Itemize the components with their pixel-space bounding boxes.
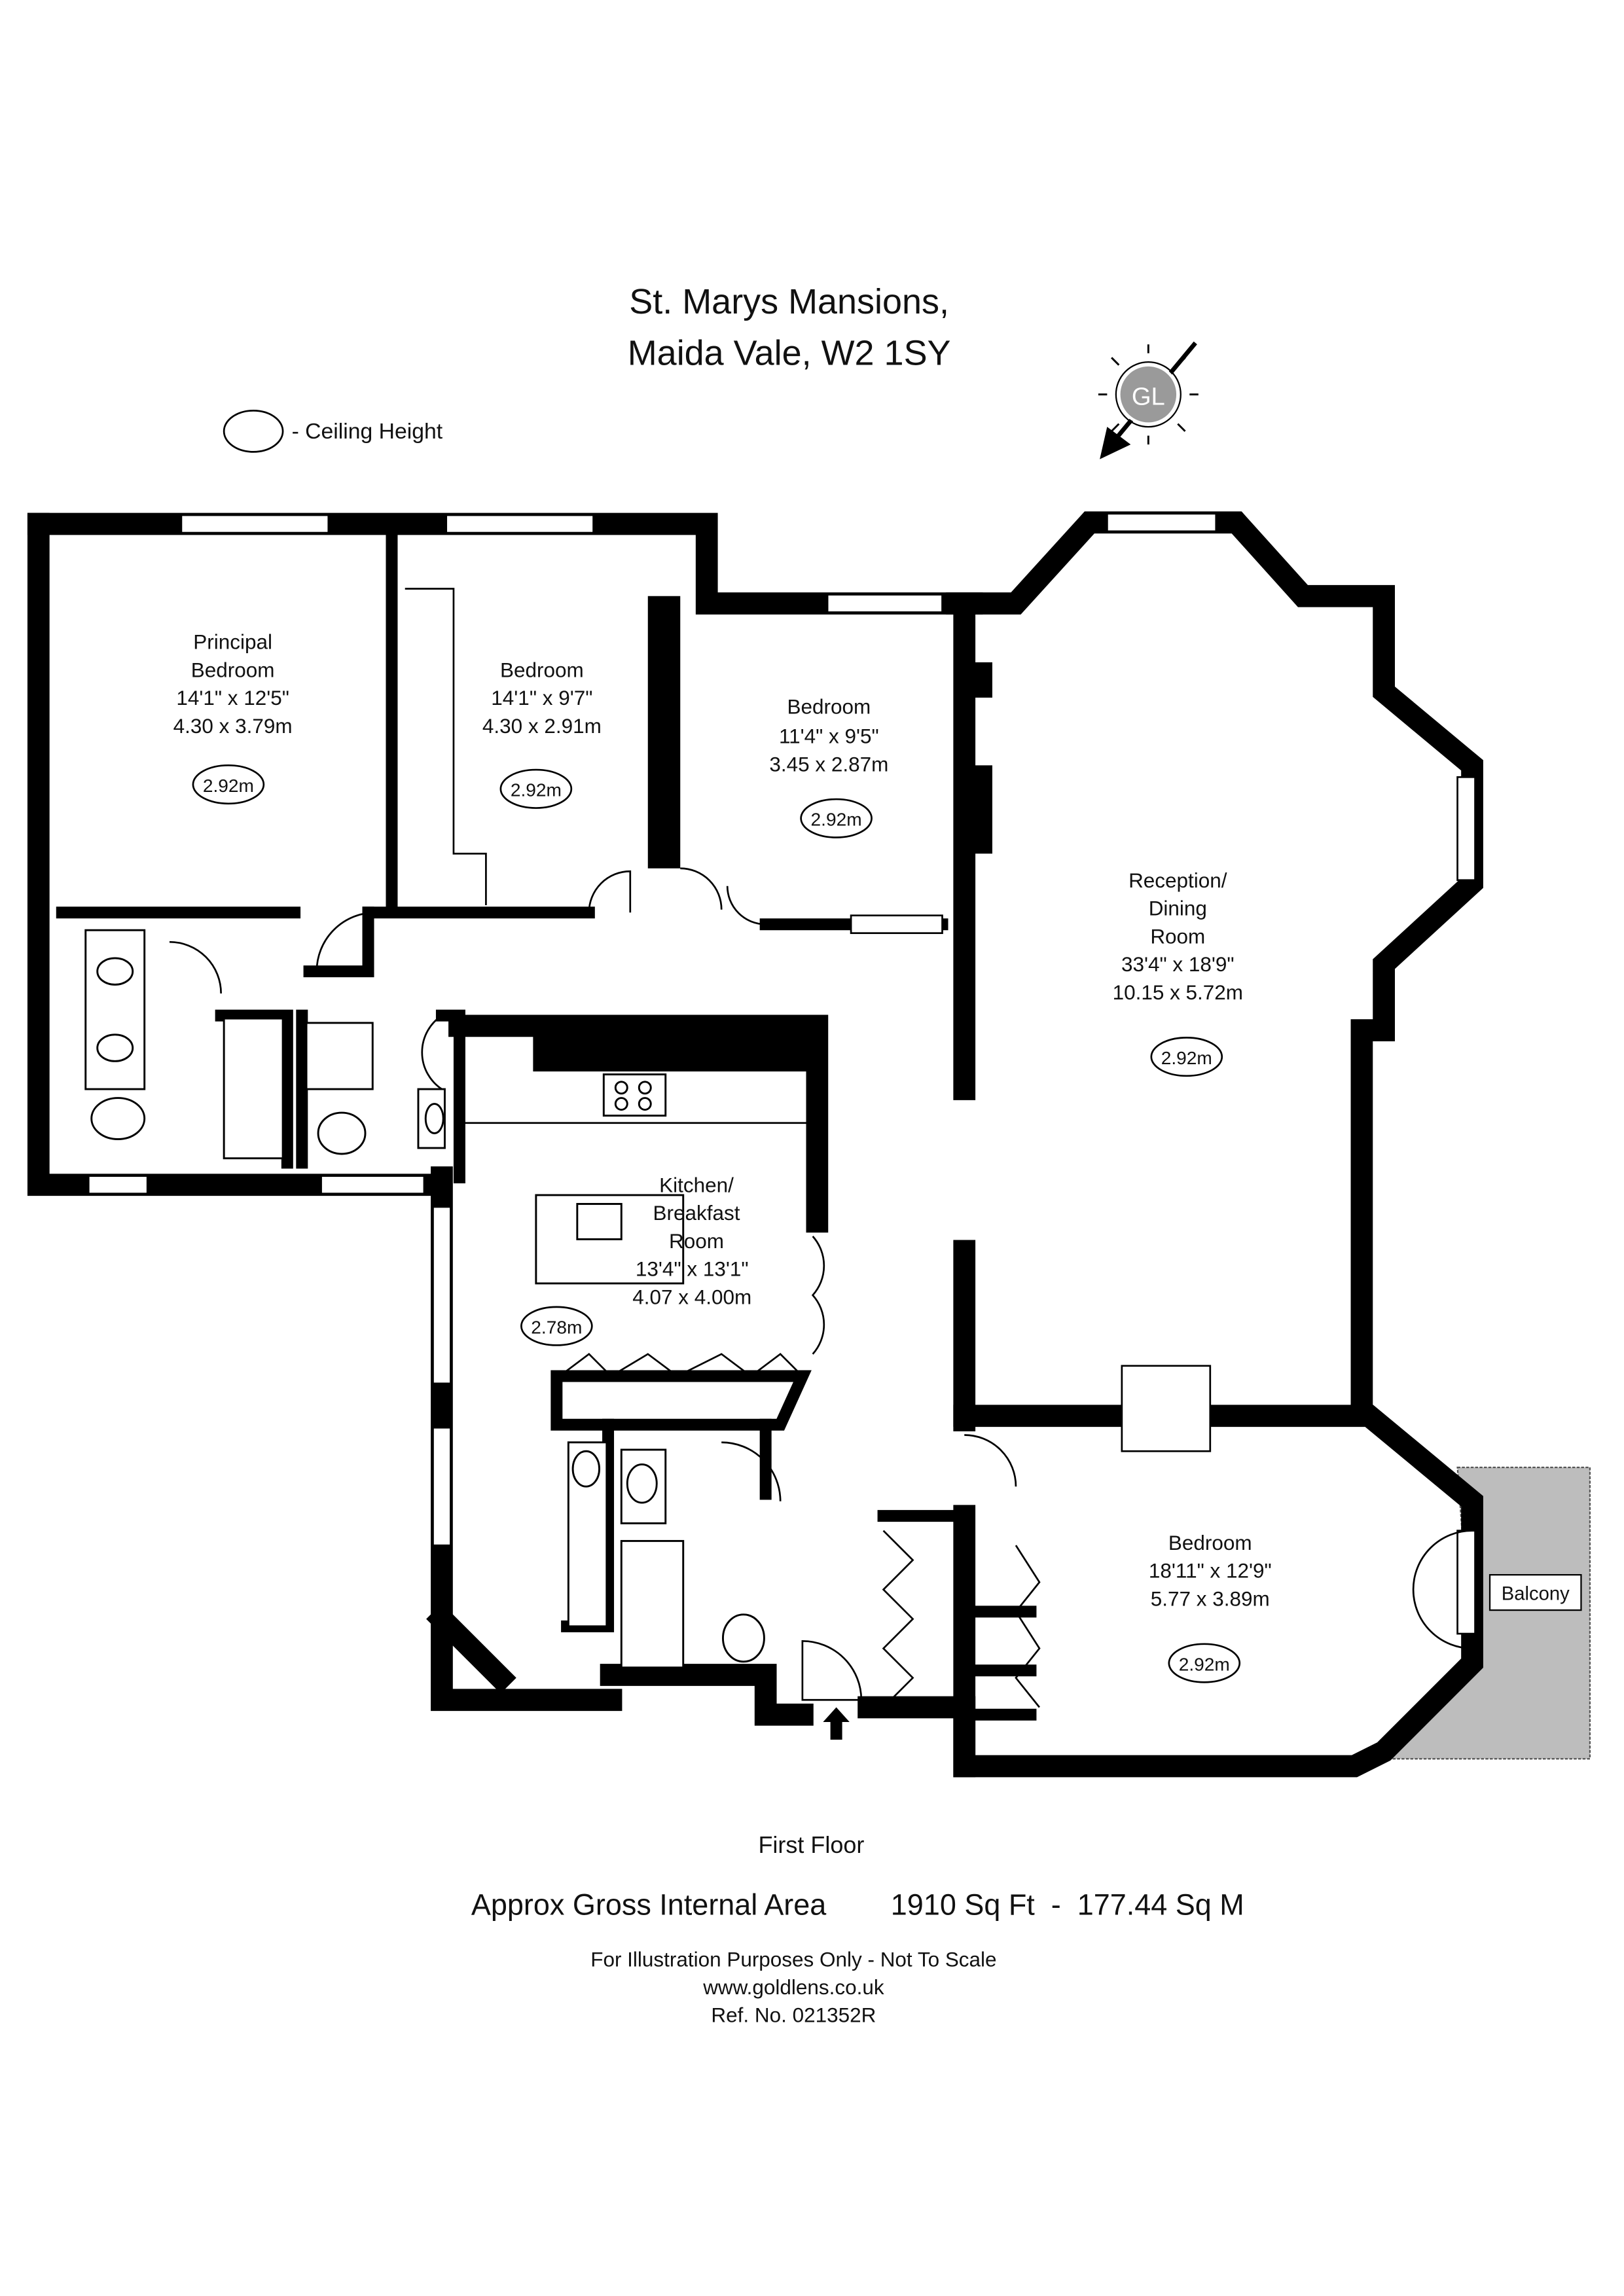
fixtures xyxy=(84,929,1041,1708)
ceiling-height-legend-label: - Ceiling Height xyxy=(292,419,443,444)
room-reception-dining: Reception/ Dining Room 33'4" x 18'9" 10.… xyxy=(1113,869,1243,1077)
room-dimensions-metric: 4.30 x 2.91m xyxy=(482,715,602,738)
toilet-icon xyxy=(317,1111,367,1155)
doors xyxy=(169,867,1473,1701)
toilet-icon xyxy=(721,1613,765,1663)
room-bedroom-2: Bedroom 14'1" x 9'7" 4.30 x 2.91m 2.92m xyxy=(405,588,602,905)
room-dimensions-metric: 4.07 x 4.00m xyxy=(632,1285,751,1308)
title-line-2: Maida Vale, W2 1SY xyxy=(628,334,951,373)
room-name: Dining xyxy=(1149,897,1207,920)
room-name: Bedroom xyxy=(1168,1532,1252,1554)
balcony-label: Balcony xyxy=(1502,1583,1570,1604)
room-name: Room xyxy=(669,1230,724,1253)
balcony: Balcony xyxy=(1389,1466,1591,1760)
room-dimensions-imperial: 18'11" x 12'9" xyxy=(1149,1560,1272,1583)
room-bedroom-4: Bedroom 18'11" x 12'9" 5.77 x 3.89m 2.92… xyxy=(1149,1532,1272,1683)
area-value: 1910 Sq Ft - 177.44 Sq M xyxy=(891,1888,1244,1922)
ceiling-height: 2.92m xyxy=(1179,1654,1230,1674)
ceiling-height: 2.92m xyxy=(511,780,562,800)
kitchen-island-sink-icon xyxy=(535,1194,685,1285)
room-name: Bedroom xyxy=(787,696,871,719)
shower-icon xyxy=(305,1022,374,1090)
room-dimensions-imperial: 33'4" x 18'9" xyxy=(1121,953,1235,976)
room-dimensions-metric: 5.77 x 3.89m xyxy=(1151,1587,1270,1610)
room-dimensions-imperial: 14'1" x 9'7" xyxy=(491,687,592,709)
room-name: Bedroom xyxy=(500,658,584,681)
ceiling-height: 2.78m xyxy=(531,1317,582,1337)
bathtub-icon xyxy=(223,1017,284,1160)
room-name: Kitchen/ xyxy=(659,1174,734,1196)
toilet-icon xyxy=(90,1097,146,1140)
bathtub-icon xyxy=(620,1539,685,1669)
compass-north-arrow-icon: GL xyxy=(1098,341,1199,459)
reference-number: Ref. No. 021352R xyxy=(711,2004,876,2027)
room-dimensions-imperial: 11'4" x 9'5" xyxy=(779,725,879,748)
room-dimensions-metric: 4.30 x 3.79m xyxy=(173,715,293,738)
ceiling-height-legend-icon xyxy=(223,410,284,453)
room-kitchen-breakfast: Kitchen/ Breakfast Room 13'4" x 13'1" 4.… xyxy=(520,1174,751,1346)
hob-icon xyxy=(602,1073,667,1117)
website: www.goldlens.co.uk xyxy=(702,1976,884,1999)
title-line-1: St. Marys Mansions, xyxy=(629,282,949,321)
room-dimensions-metric: 10.15 x 5.72m xyxy=(1113,981,1243,1004)
room-name: Bedroom xyxy=(191,658,275,681)
room-dimensions-imperial: 14'1" x 12'5" xyxy=(176,687,289,709)
ceiling-height: 2.92m xyxy=(1161,1048,1212,1068)
room-bedroom-3: Bedroom 11'4" x 9'5" 3.45 x 2.87m 2.92m xyxy=(769,696,888,838)
room-name: Room xyxy=(1150,925,1205,948)
room-dimensions-metric: 3.45 x 2.87m xyxy=(769,753,888,776)
room-name: Principal xyxy=(193,631,272,654)
room-name: Reception/ xyxy=(1128,869,1227,892)
room-principal-bedroom: Principal Bedroom 14'1" x 12'5" 4.30 x 3… xyxy=(173,631,293,805)
room-dimensions-imperial: 13'4" x 13'1" xyxy=(636,1258,749,1281)
ceiling-height: 2.92m xyxy=(811,810,862,830)
entrance-arrow-icon xyxy=(823,1707,850,1740)
ceiling-height: 2.92m xyxy=(203,776,254,796)
room-name: Breakfast xyxy=(653,1202,740,1225)
windows xyxy=(87,512,1476,1635)
area-label: Approx Gross Internal Area xyxy=(471,1888,827,1922)
disclaimer: For Illustration Purposes Only - Not To … xyxy=(590,1948,996,1971)
floor-label: First Floor xyxy=(758,1831,864,1858)
compass-logo-text: GL xyxy=(1132,382,1165,410)
